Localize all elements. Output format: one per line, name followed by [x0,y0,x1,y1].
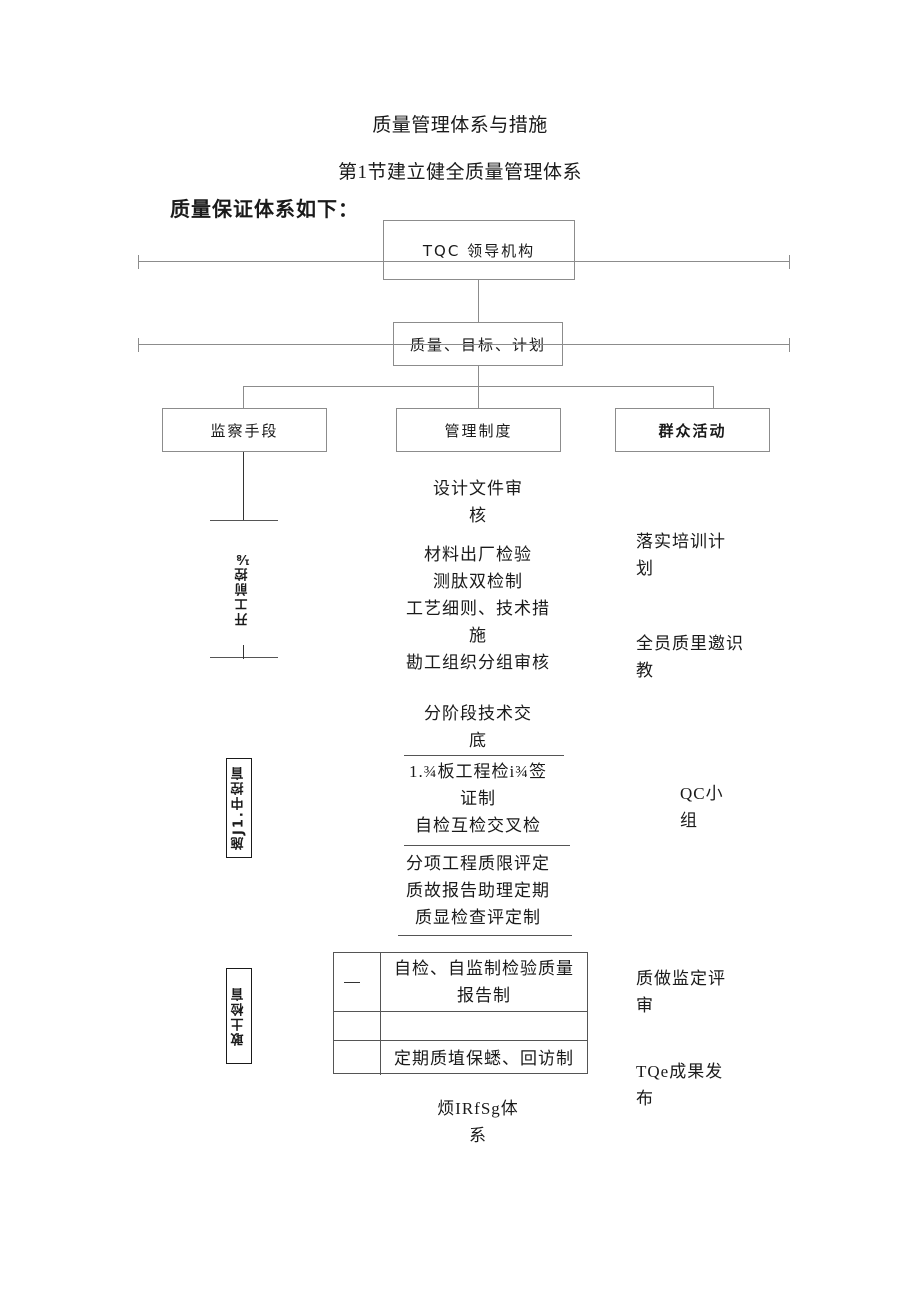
center-text-group-1: 设计文件审 核 材料出厂检验 测肽双检制 工艺细则、技术措 施 勘工组织分组审核 [378,475,578,676]
connector-goals-down [478,366,479,386]
connector-branch-left-drop [243,386,244,408]
center-line: 施 [469,626,487,645]
table-cell-text [381,1012,587,1040]
node-tqc-leadership: TQC 领导机构 [383,220,575,280]
lead-text: 质量保证体系如下： [170,197,359,221]
connector-band-2 [138,344,790,345]
right-text-qc-group: QC小 组 [680,780,800,834]
table-row: 自检、自监制检验质量报告制 [334,953,587,1012]
center-line: 证制 [460,789,496,808]
dash-icon [344,982,360,983]
vertical-label-stage-3: 敢土检盲 [226,968,252,1064]
center-line: 质显检查评定制 [415,908,541,927]
section-subtitle: 第1节建立健全质量管理体系 [337,162,582,183]
table-cell-marker [334,953,381,1011]
page-title: 质量管理体系与措施 [372,115,548,136]
node-management-system: 管理制度 [396,408,561,452]
node-mass-activity: 群众活动 [615,408,770,452]
center-line: 质故报告助理定期 [406,881,550,900]
center-text-group-3: 1.¾板工程检i¾签 证制 自检互检交叉检 [378,758,578,839]
table-cell-text: 自检、自监制检验质量报告制 [394,959,574,1005]
center-rule-1 [404,755,564,756]
right-text-quality-awareness: 全员质里邀识 教 [636,630,796,684]
right-line: 落实培训计 [636,532,726,551]
right-line: 质做监定评 [636,969,726,988]
center-line: 核 [469,506,487,525]
connector-branch-center-drop [478,386,479,408]
stage1-top-rule [210,520,278,521]
footer-line: 系 [469,1126,487,1145]
center-text-group-2: 分阶段技术交 底 [378,700,578,754]
connector-band-1 [138,261,790,262]
footer-text: 烦IRfSg体 系 [378,1095,578,1149]
right-line: 全员质里邀识 [636,634,744,653]
quality-report-table: 自检、自监制检验质量报告制 定期质埴保蟋、回访制 [333,952,588,1075]
vertical-label-stage-1: 开工前控⅛ [235,549,251,627]
connector-supervision-spine [243,452,244,520]
connector-band-2-right-tick [789,338,790,352]
center-rule-2 [404,845,570,846]
center-line: 设计文件审 [433,479,523,498]
center-rule-3 [398,935,572,936]
vertical-label-stage-2: 施J1.中控盲 [226,758,252,858]
connector-band-2-left-tick [138,338,139,352]
table-row [334,1012,587,1041]
right-line: 审 [636,996,654,1015]
connector-stage1-tail [243,645,244,659]
table-cell-text: 定期质埴保蟋、回访制 [394,1048,574,1068]
right-line: 布 [636,1089,654,1108]
right-line: 划 [636,559,654,578]
connector-band-1-right-tick [789,255,790,269]
center-line: 分阶段技术交 [424,704,532,723]
connector-tqc-to-goals [478,280,479,322]
center-line: 工艺细则、技术措 [406,599,550,618]
right-text-tqc-results: TQe成果发 布 [636,1058,786,1112]
right-line: 教 [636,661,654,680]
right-line: QC小 [680,784,724,803]
connector-band-1-left-tick [138,255,139,269]
right-line: TQe成果发 [636,1062,724,1081]
table-cell-marker [334,1041,381,1075]
table-row: 定期质埴保蟋、回访制 [334,1041,587,1075]
connector-branch-right-drop [713,386,714,408]
center-line: 勘工组织分组审核 [406,653,550,672]
center-line: 底 [469,731,487,750]
center-line: 材料出厂检验 [424,545,532,564]
node-supervision-means: 监察手段 [162,408,327,452]
right-text-training-plan: 落实培训计 划 [636,528,786,582]
center-text-group-4: 分项工程质限评定 质故报告助理定期 质显检查评定制 [378,850,578,931]
center-line: 1.¾板工程检i¾签 [409,762,547,781]
center-line: 测肽双检制 [433,572,523,591]
footer-line: 烦IRfSg体 [437,1099,519,1118]
stage1-bottom-rule [210,657,278,658]
table-cell-marker [334,1012,381,1040]
right-text-supervision-review: 质做监定评 审 [636,965,786,1019]
center-line: 分项工程质限评定 [406,854,550,873]
center-line: 自检互检交叉检 [415,816,541,835]
right-line: 组 [680,811,698,830]
